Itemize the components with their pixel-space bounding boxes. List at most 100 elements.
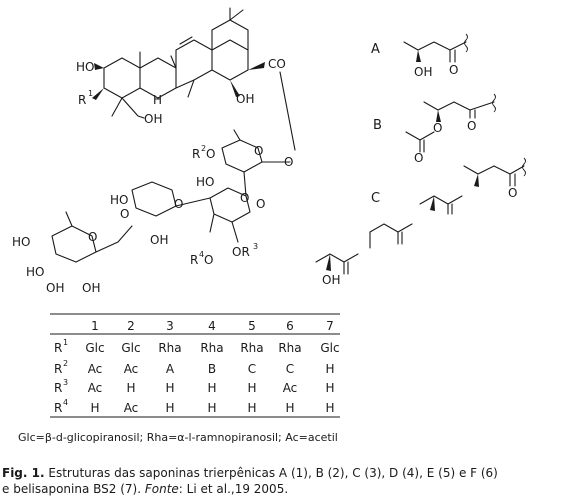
table-cell: Rha [200, 341, 223, 355]
label-oh-rhamnose2-d: OH [82, 281, 100, 295]
label-o-xylose: O [174, 197, 183, 211]
label-ho-rhamnose2-a: HO [12, 235, 30, 249]
substituent-b [405, 93, 496, 153]
label-ch2oh: OH [144, 112, 162, 126]
table-cell: H [207, 401, 216, 415]
table-cell: Glc [320, 341, 339, 355]
label-oh-c16: OH [236, 92, 254, 106]
abbreviation-legend: Glc=β-d-glicopiranosil; Rha=α-l-ramnopir… [18, 431, 338, 444]
caption-text2a: e belisaponina BS2 (7). [2, 482, 145, 496]
caption-label: Fig. 1. [2, 466, 45, 480]
label-o-link1: O [284, 155, 293, 169]
substituent-c [315, 157, 526, 275]
table-cell: H [90, 401, 99, 415]
table-row-label: R [54, 401, 62, 415]
table-header-3: 3 [166, 319, 174, 333]
table-row-label: R [54, 362, 62, 376]
aglycone-structure [92, 7, 265, 119]
label-oh-rhamnose2-c: OH [46, 281, 64, 295]
table-cell: Ac [88, 381, 103, 395]
table-cell: Ac [124, 401, 139, 415]
sugar-chain [51, 129, 291, 263]
caption-text1: Estruturas das saponinas trierpênicas A … [45, 466, 498, 480]
substituent-a-oh: OH [414, 65, 432, 79]
label-o-glc-link: O [120, 207, 129, 221]
figure-caption-line2: e belisaponina BS2 (7). Fonte: Li et al.… [2, 482, 288, 496]
label-r4-superscript: 4 [199, 250, 204, 259]
label-or3: OR [232, 245, 250, 259]
label-co: CO [268, 57, 286, 71]
label-r2: R [192, 147, 200, 161]
table-row-label-superscript: 2 [63, 359, 68, 368]
label-r1: R [78, 93, 86, 107]
table-cell: H [325, 362, 334, 376]
label-oh-xylose: OH [150, 233, 168, 247]
table-cell: Ac [283, 381, 298, 395]
table-cell: C [248, 362, 256, 376]
table-cell: Glc [121, 341, 140, 355]
label-ring-oxygen-rha: O [254, 144, 263, 158]
table-cell: H [207, 381, 216, 395]
table-header-1: 1 [91, 319, 99, 333]
label-r2-superscript: 2 [201, 144, 206, 153]
table-cell: H [165, 401, 174, 415]
label-h: H [153, 93, 162, 107]
table-cell: H [165, 381, 174, 395]
table-row-label-superscript: 4 [63, 398, 68, 407]
label-ring-oxygen-glc: O [240, 191, 249, 205]
table-row-label-superscript: 1 [63, 338, 68, 347]
caption-source-label: Fonte [145, 482, 179, 496]
table-header-4: 4 [208, 319, 216, 333]
table-cell: Glc [85, 341, 104, 355]
label-o-link2: O [256, 197, 265, 211]
table-cell: H [285, 401, 294, 415]
table-cell: Rha [240, 341, 263, 355]
caption-text2c: : Li et al.,19 2005. [179, 482, 288, 496]
table-header-5: 5 [248, 319, 256, 333]
table-cell: H [247, 381, 256, 395]
label-ho-xylose: HO [110, 193, 128, 207]
table-row-label: R [54, 341, 62, 355]
table-cell: B [208, 362, 216, 376]
label-ring-oxygen-rha2: O [88, 230, 97, 244]
substituent-c-letter: C [371, 191, 380, 206]
table-cell: Ac [88, 362, 103, 376]
table-cell: Ac [124, 362, 139, 376]
substituent-b-letter: B [373, 118, 382, 133]
label-ho-rhamnose: HO [196, 175, 214, 189]
table-header-6: 6 [286, 319, 294, 333]
label-r3-superscript: 3 [253, 242, 258, 251]
table-header-7: 7 [326, 319, 334, 333]
substituent-a [403, 33, 468, 63]
table-cell: H [126, 381, 135, 395]
label-r4-oxygen: O [204, 253, 213, 267]
substituent-b-o3: O [414, 151, 423, 165]
table-cell: C [286, 362, 294, 376]
label-r2-oxygen: O [206, 147, 215, 161]
table-header-2: 2 [127, 319, 135, 333]
table-cell: H [247, 401, 256, 415]
substituent-b-o2: O [467, 119, 476, 133]
figure-caption-line1: Fig. 1. Estruturas das saponinas trierpê… [2, 466, 498, 480]
label-ho-rhamnose2-b: HO [26, 265, 44, 279]
table-row-label: R [54, 381, 62, 395]
substituent-b-o1: O [433, 121, 442, 135]
label-r1-superscript: 1 [88, 89, 93, 98]
substituent-a-o: O [449, 63, 458, 77]
ester-link [279, 71, 296, 151]
label-ho-c2: HO [76, 60, 94, 74]
table-cell: Rha [158, 341, 181, 355]
table-cell: H [325, 381, 334, 395]
table-cell: H [325, 401, 334, 415]
substituent-c-oh: OH [322, 273, 340, 287]
table-cell: A [166, 362, 175, 376]
table-cell: Rha [278, 341, 301, 355]
substituent-c-o: O [508, 186, 517, 200]
substituent-a-letter: A [371, 42, 380, 57]
label-r4: R [190, 253, 198, 267]
table-row-label-superscript: 3 [63, 378, 68, 387]
